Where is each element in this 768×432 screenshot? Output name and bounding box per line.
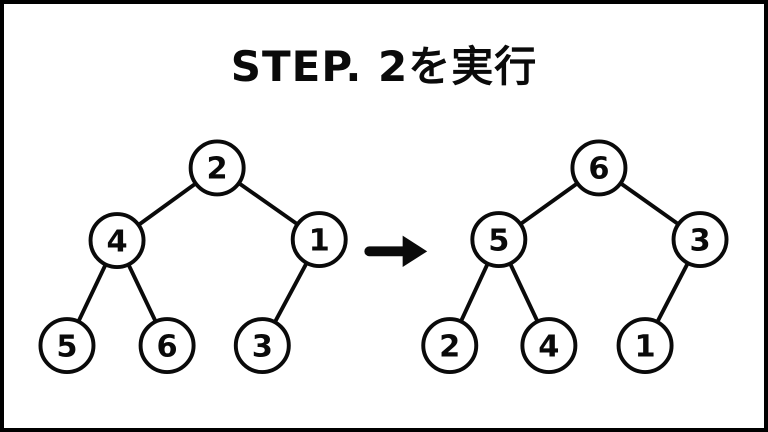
tree-node-label: 1 [309, 223, 330, 258]
tree-node-circle [188, 139, 246, 197]
tree-node-label: 6 [157, 329, 178, 364]
page-title: STEP. 2を実行 [230, 42, 538, 91]
tree-node-label: 4 [106, 224, 127, 259]
tree-node-circle [138, 317, 196, 375]
tree-after: 6 5 3 2 4 1 [421, 139, 729, 375]
tree-node-label: 2 [439, 329, 460, 364]
tree-node-circle [570, 139, 628, 197]
tree-node-label: 5 [56, 329, 77, 364]
tree-diagram: 2 4 1 5 6 3 6 5 3 2 4 1 [38, 139, 729, 375]
tree-node-label: 4 [538, 329, 559, 364]
tree-node-circle [38, 317, 96, 375]
tree-node-label: 3 [689, 223, 710, 258]
tree-node-circle [421, 317, 479, 375]
tree-node-circle [470, 211, 528, 269]
tree-node-label: 1 [634, 329, 655, 364]
tree-node-circle [616, 317, 674, 375]
tree-node-circle [290, 211, 348, 269]
tree-node-label: 5 [488, 223, 509, 258]
arrow-head-icon [402, 235, 428, 268]
tree-node-label: 2 [207, 152, 228, 187]
tree-before: 2 4 1 5 6 3 [38, 139, 348, 375]
tree-node-circle [233, 317, 291, 375]
tree-node-circle [671, 211, 729, 269]
transform-arrow [364, 235, 428, 268]
tree-node-label: 3 [252, 329, 273, 364]
tree-node-label: 6 [588, 152, 609, 187]
tree-node-circle [520, 317, 578, 375]
tree-node-circle [88, 212, 146, 269]
